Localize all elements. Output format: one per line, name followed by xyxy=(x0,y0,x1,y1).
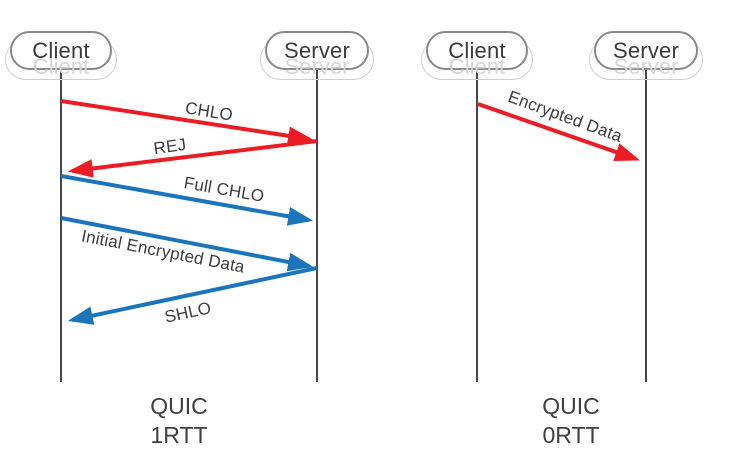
caption-quic-0rtt-line2: 0RTT xyxy=(542,422,600,448)
actor-server-0rtt-label: Server xyxy=(613,37,679,63)
arrow-rej xyxy=(67,139,318,178)
lifeline-server-1rtt xyxy=(316,70,318,382)
lifeline-server-0rtt xyxy=(645,70,647,382)
actor-server-1rtt-label: Server xyxy=(284,37,350,63)
arrow-encrypted-data xyxy=(477,102,640,162)
lifeline-client-0rtt xyxy=(476,70,478,382)
lifeline-client-1rtt xyxy=(60,70,62,382)
caption-quic-1rtt: QUIC 1RTT xyxy=(99,392,259,450)
caption-quic-0rtt: QUIC 0RTT xyxy=(491,392,651,450)
caption-quic-1rtt-line2: 1RTT xyxy=(150,422,208,448)
arrow-initial-encrypted-data xyxy=(60,216,314,272)
actor-client-0rtt-label: Client xyxy=(448,37,506,63)
caption-quic-1rtt-line1: QUIC xyxy=(150,393,208,419)
actor-client-1rtt-label: Client xyxy=(32,37,90,63)
arrow-shlo xyxy=(67,266,318,325)
arrow-full-chlo xyxy=(60,174,314,226)
caption-quic-0rtt-line1: QUIC xyxy=(542,393,600,419)
arrow-chlo xyxy=(60,99,314,146)
